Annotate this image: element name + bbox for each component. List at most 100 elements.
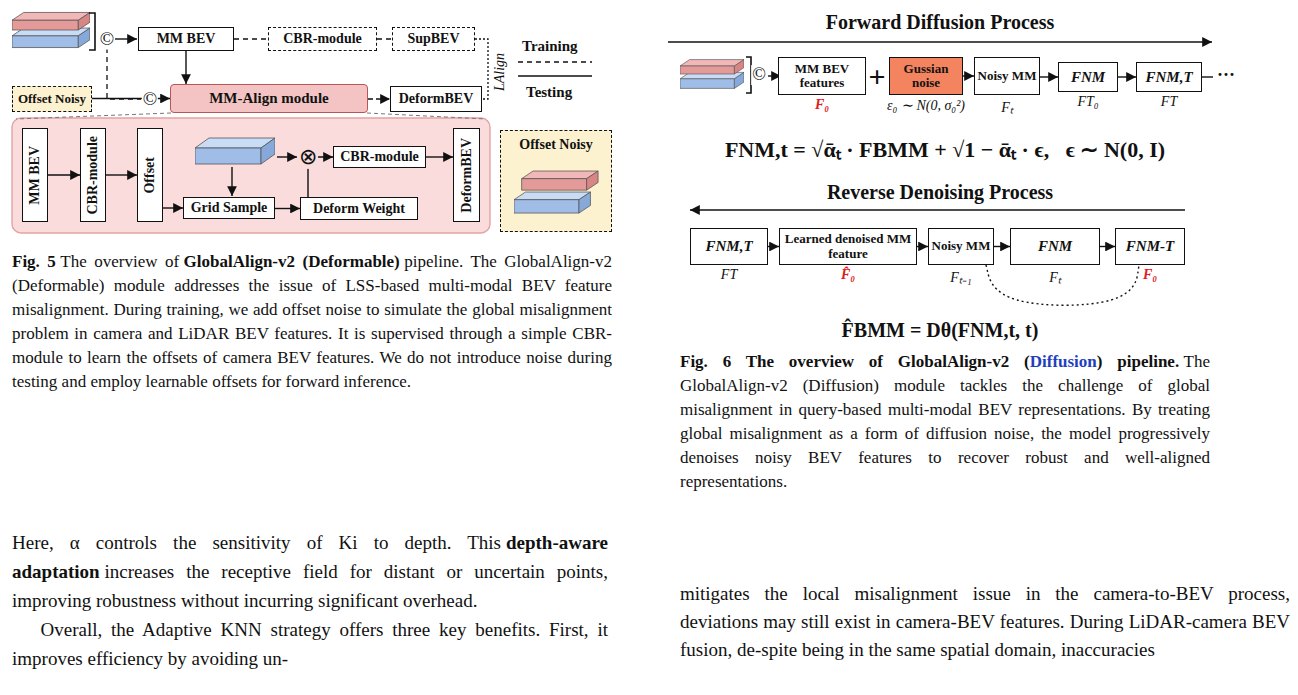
noise-box: Offset Noisy — [12, 86, 92, 112]
box-label: Deform Weight — [313, 201, 405, 216]
process-box: Deform Weight — [300, 197, 418, 220]
connector — [994, 246, 1010, 247]
connector — [163, 207, 183, 208]
feature-box: FNM,TFT — [1136, 62, 1202, 92]
text-run: Here, α controls the sensitivity of Ki t… — [12, 532, 501, 553]
sub-label: FT₀ — [1077, 94, 1098, 110]
text-run: Overall, the Adaptive KNN strategy offer… — [12, 619, 608, 669]
module-box: CBR-module — [80, 128, 106, 222]
box-label: FNM,T — [1145, 69, 1192, 86]
connector — [185, 51, 186, 84]
box-label: FNM,T — [705, 238, 752, 255]
box-label: MM BEV — [27, 146, 42, 205]
legend-line — [518, 75, 592, 77]
figure-caption: Fig. 5The overview ofGlobalAlign-v2 (Def… — [12, 250, 612, 394]
connector — [768, 246, 779, 247]
feature-box: DeformBEV — [453, 128, 480, 222]
flow-arrow — [231, 167, 232, 196]
connector — [426, 156, 453, 157]
box-label: CBR-module — [283, 31, 362, 46]
feature-box: Noisy MMFₜ₋₁ — [928, 228, 994, 265]
box-label: MM BEV features — [779, 62, 865, 91]
feature-box: DeformBEV — [390, 86, 482, 112]
box-label: CBR-module — [340, 149, 419, 164]
connector — [368, 98, 390, 99]
box-label: FNM — [1038, 238, 1072, 255]
noise-box: Gussian noiseε₀ ∼ N(0, σ₀²) — [889, 57, 963, 95]
feature-box: MM BEV — [138, 27, 234, 51]
noise-box: Offset Noisy — [500, 130, 612, 232]
feature-box: SupBEV — [392, 27, 475, 51]
process-title: Forward Diffusion Process — [826, 11, 1055, 33]
connector — [275, 208, 300, 209]
multiply-symbol: ⊗ — [298, 145, 318, 169]
text-run: The GlobalAlign-v2 (Diffusion) module ta… — [680, 352, 1210, 491]
box-label: MM BEV — [157, 31, 216, 46]
feature-box: MM BEV featuresF₀ — [778, 57, 866, 95]
box-label: SupBEV — [407, 31, 459, 46]
concat-bracket — [89, 13, 95, 50]
bev-stack-icon — [12, 12, 90, 47]
box-label: Grid Sample — [191, 200, 268, 215]
sub-label: F₀ — [815, 97, 829, 113]
box-label: Offset Noisy — [519, 137, 593, 152]
flow-arrow — [115, 38, 137, 39]
feature-box: FNMFT₀ — [1058, 62, 1118, 92]
feature-box: Noisy MMFₜ — [974, 57, 1040, 95]
box-label: FNM-T — [1126, 238, 1174, 255]
body-text: Here, α controls the sensitivity of Ki t… — [12, 528, 608, 615]
box-label: MM-Align module — [209, 90, 329, 107]
sub-label: F₀ — [1143, 267, 1157, 283]
body-text: Overall, the Adaptive KNN strategy offer… — [12, 615, 608, 673]
module-box: CBR-module — [333, 146, 426, 168]
process-title: Reverse Denoising Process — [827, 181, 1053, 203]
module-box: MM-Align module — [170, 84, 368, 113]
feature-box: Offset — [137, 128, 163, 222]
flow-line — [1202, 76, 1213, 77]
sub-label: FT — [721, 267, 737, 283]
sub-label: F̂₀ — [841, 267, 855, 283]
connector — [1040, 76, 1058, 77]
feature-box: MM BEV — [22, 128, 48, 222]
process-box: Grid Sample — [183, 197, 275, 219]
connector — [48, 174, 81, 175]
connector — [234, 38, 268, 39]
plus-symbol: + — [868, 60, 885, 93]
box-label: Gussian noise — [890, 62, 962, 91]
box-label: FNM — [1071, 69, 1105, 86]
box-label: DeformBEV — [399, 91, 474, 106]
concat-symbol: © — [142, 89, 158, 110]
concat-symbol: © — [751, 65, 767, 85]
sub-label: Fₜ — [1049, 267, 1061, 286]
training-line — [107, 48, 141, 99]
bold-text: ) pipeline. — [1097, 352, 1179, 371]
bold-text: Fig. 5 — [12, 252, 56, 271]
feature-box: FNMFₜ — [1010, 228, 1100, 265]
equation: FNM,t = √ᾱₜ · FBMM + √1 − ᾱₜ · ϵ, ϵ ∼ N(… — [725, 138, 1165, 162]
feature-box: FNM-TF₀ — [1115, 228, 1185, 265]
camera-bev-icon — [195, 138, 275, 164]
legend-text: Training — [522, 38, 578, 55]
feature-box: FNM,TFT — [690, 228, 768, 265]
figure-caption: Fig. 6 The overview of GlobalAlign-v2 (D… — [680, 350, 1210, 494]
legend-text: Testing — [526, 84, 572, 101]
box-label: DeformBEV — [459, 138, 474, 213]
text-run: pipeline. The GlobalAlign-v2 (Deformable… — [12, 252, 612, 391]
connector — [986, 265, 1139, 305]
box-label: Noisy MM — [932, 239, 991, 253]
box-label: Offset — [142, 157, 157, 194]
flow-arrow — [277, 156, 297, 157]
noise-panel — [500, 130, 612, 232]
bev-stack-icon — [680, 60, 744, 89]
equation: F̂BMM = Dθ(FNM,t, t) — [842, 319, 1039, 341]
process-arrow — [690, 209, 1185, 210]
feature-box: Learned denoised MM featureF̂₀ — [779, 228, 917, 265]
box-label: Learned denoised MM feature — [780, 232, 916, 261]
box-label: Offset Noisy — [18, 92, 86, 106]
body-text: mitigates the local misalignment issue i… — [680, 580, 1290, 664]
module-box: CBR-module — [268, 27, 377, 51]
text-run: The overview of — [60, 252, 179, 271]
connector — [1118, 76, 1136, 77]
legend-line — [518, 61, 592, 63]
sub-label: Fₜ₋₁ — [950, 267, 971, 286]
